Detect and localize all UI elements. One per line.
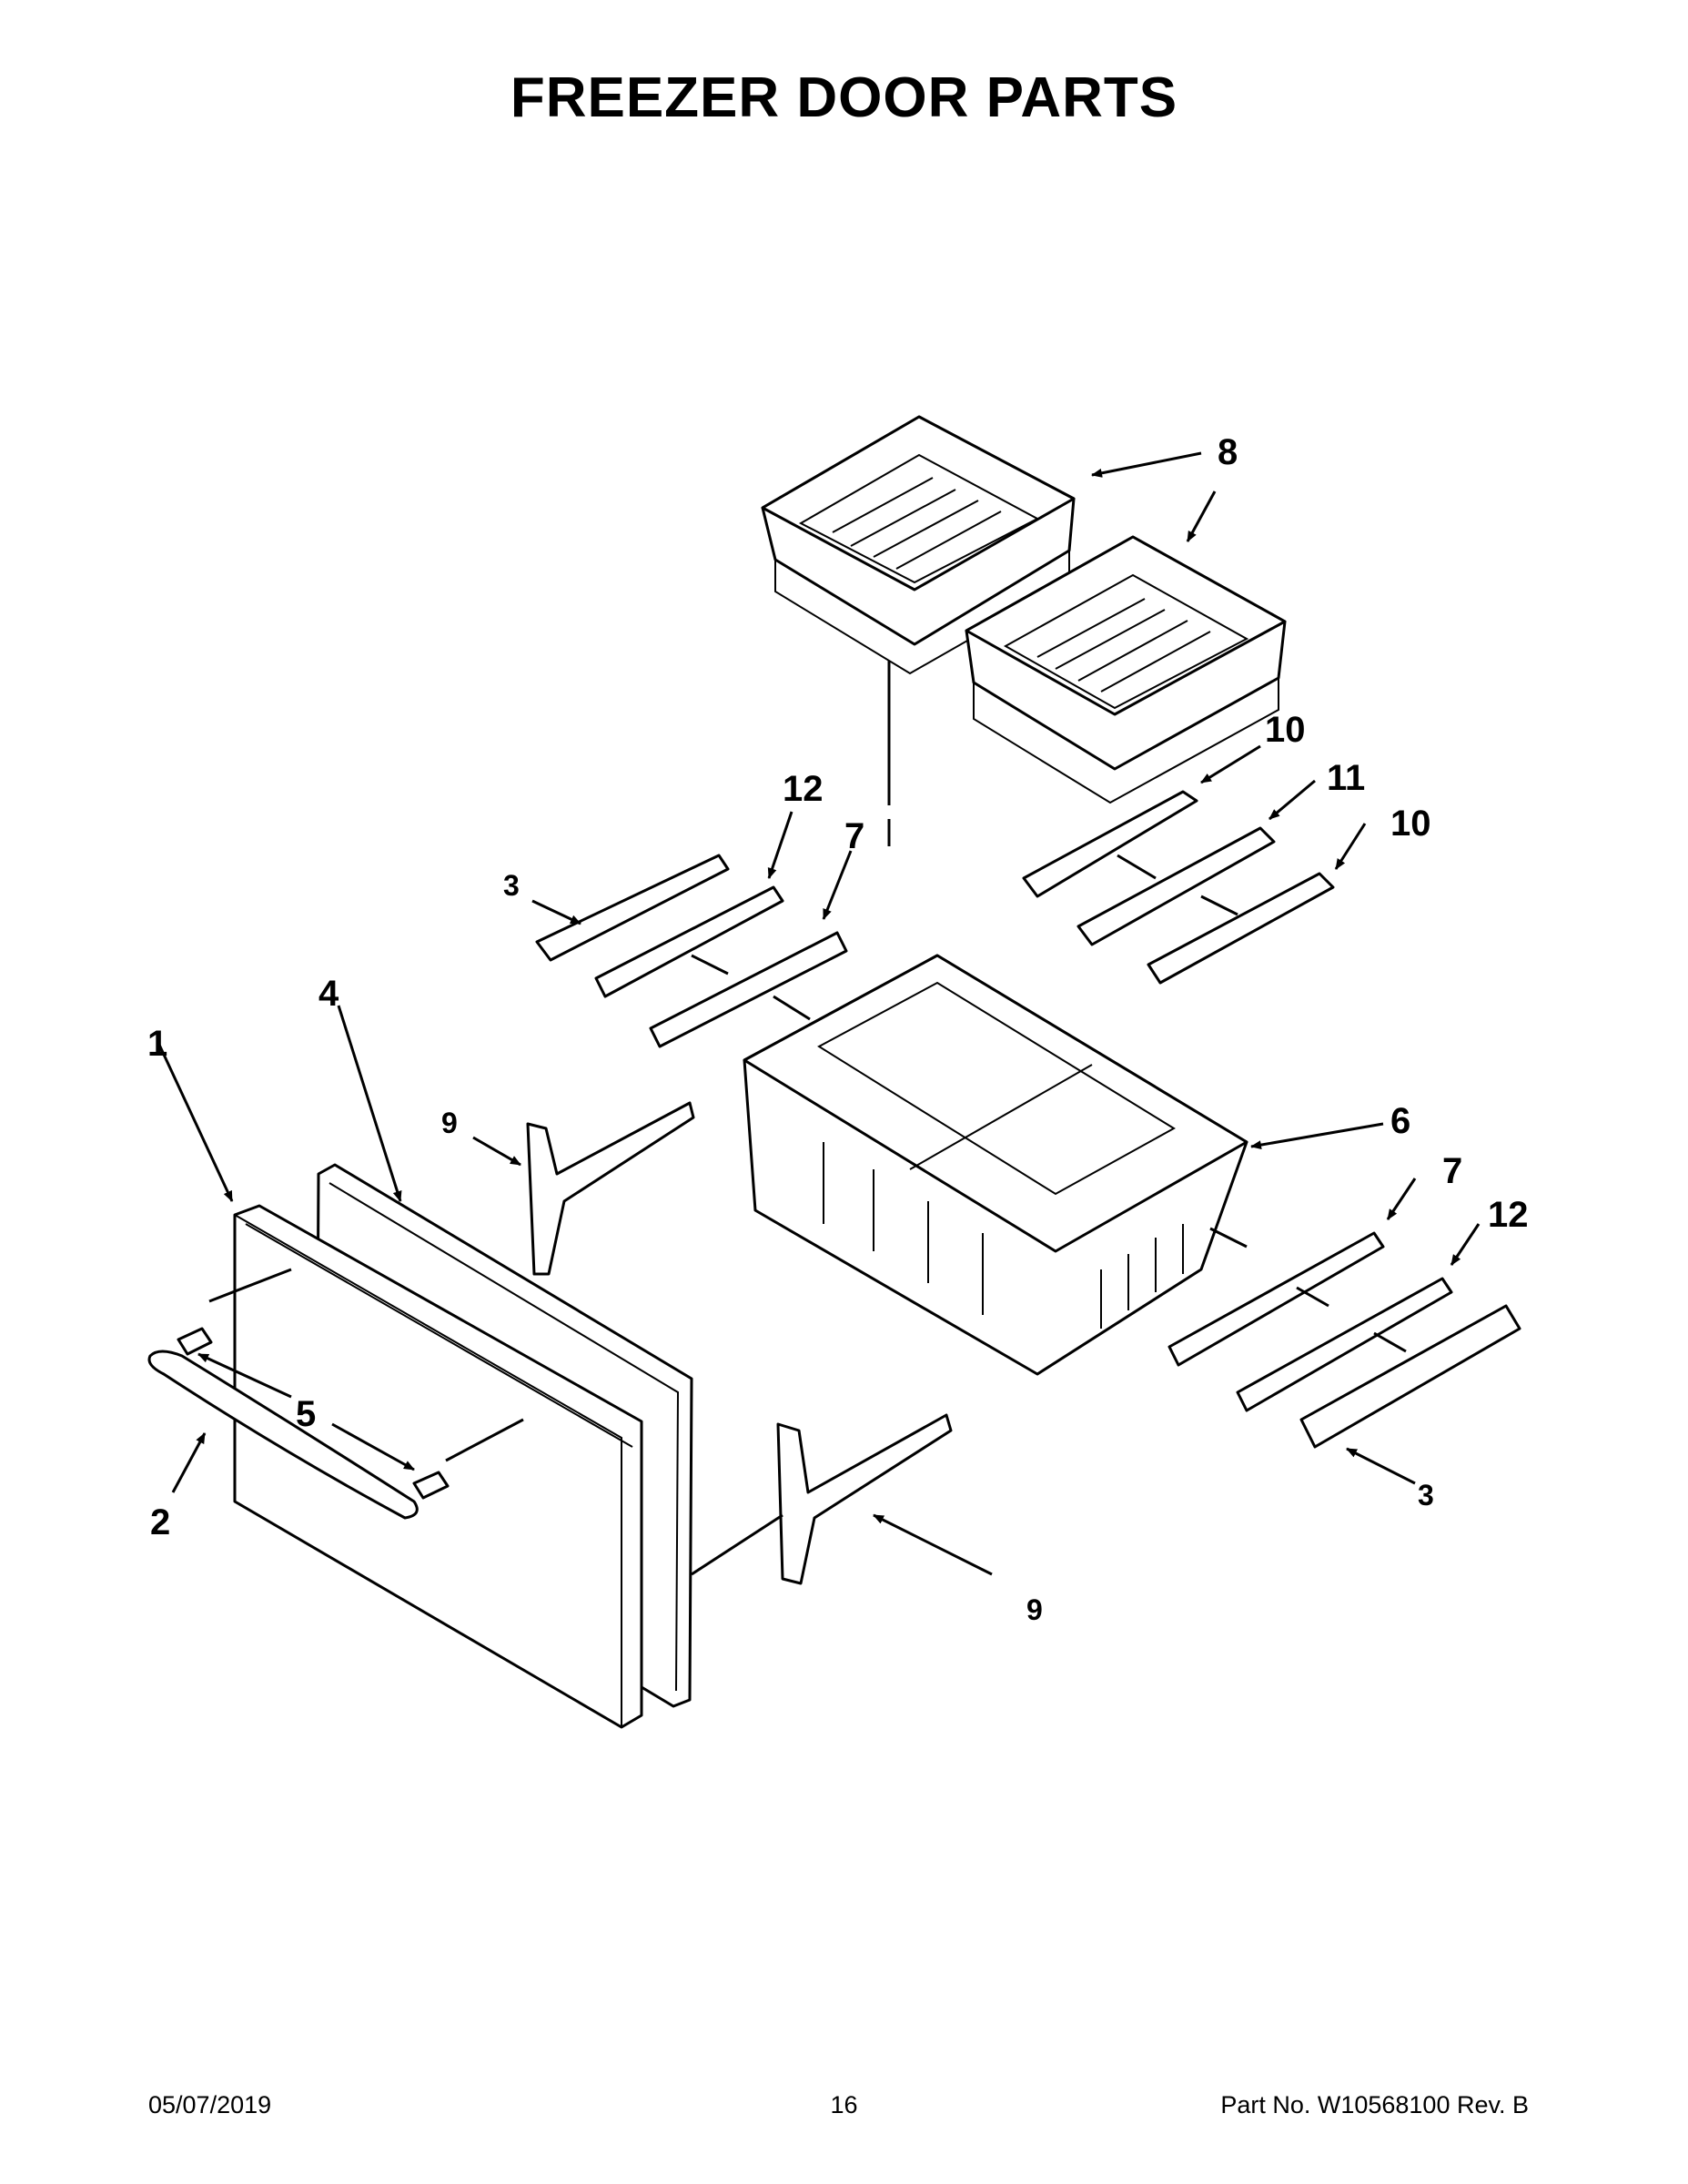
freezer-basket-part bbox=[743, 954, 1248, 1376]
end-cap-left-part bbox=[535, 854, 730, 962]
callout-support-bracket-left: 9 bbox=[441, 1107, 458, 1139]
callout-rail-cover-right: 12 bbox=[1488, 1195, 1529, 1235]
footer-date: 05/07/2019 bbox=[148, 2091, 272, 2118]
callout-door-gasket: 4 bbox=[318, 974, 339, 1014]
callout-slide-rail-right: 7 bbox=[1442, 1151, 1462, 1191]
slide-rail-left-part bbox=[649, 931, 848, 1048]
freezer-door-part bbox=[233, 1204, 643, 1729]
callout-upper-slide-front: 10 bbox=[1265, 710, 1306, 750]
footer-part-number: Part No. W10568100 Rev. B bbox=[1220, 2091, 1529, 2118]
callout-slide-rail-left: 7 bbox=[844, 816, 864, 856]
rail-cover-right-part bbox=[1236, 1277, 1453, 1412]
upper-basket-2 bbox=[965, 535, 1287, 804]
callout-upper-slide-center: 11 bbox=[1327, 758, 1365, 798]
door-handle-part bbox=[147, 1350, 419, 1520]
callout-freezer-basket: 6 bbox=[1390, 1101, 1410, 1141]
rail-cover-left-part bbox=[594, 885, 784, 998]
support-bracket-left-part bbox=[526, 1101, 695, 1276]
footer-page-number: 16 bbox=[830, 2091, 858, 2118]
callout-support-bracket-right: 9 bbox=[1026, 1593, 1043, 1626]
callout-rail-cover-left: 12 bbox=[783, 769, 824, 809]
handle-screws-part bbox=[177, 1327, 450, 1500]
callout-handle-screws: 5 bbox=[296, 1394, 316, 1434]
upper-slide-back-part bbox=[1147, 872, 1335, 985]
end-cap-right-part bbox=[1299, 1304, 1521, 1449]
upper-slide-front-part bbox=[1022, 790, 1198, 898]
upper-basket-1 bbox=[761, 415, 1076, 675]
slide-rail-right-part bbox=[1167, 1231, 1385, 1367]
callout-end-cap-left: 3 bbox=[503, 869, 520, 902]
support-bracket-right-part bbox=[776, 1413, 953, 1585]
callout-freezer-door: 1 bbox=[147, 1024, 167, 1064]
leader-arrows bbox=[157, 451, 1481, 1576]
callout-door-handle: 2 bbox=[150, 1502, 170, 1542]
callout-upper-baskets: 8 bbox=[1218, 432, 1238, 472]
callout-upper-slide-back: 10 bbox=[1390, 804, 1431, 844]
callout-end-cap-right: 3 bbox=[1418, 1479, 1434, 1512]
alignment-lines bbox=[208, 661, 1407, 1576]
upper-slide-center-part bbox=[1076, 826, 1276, 946]
page-title: FREEZER DOOR PARTS bbox=[510, 66, 1178, 129]
